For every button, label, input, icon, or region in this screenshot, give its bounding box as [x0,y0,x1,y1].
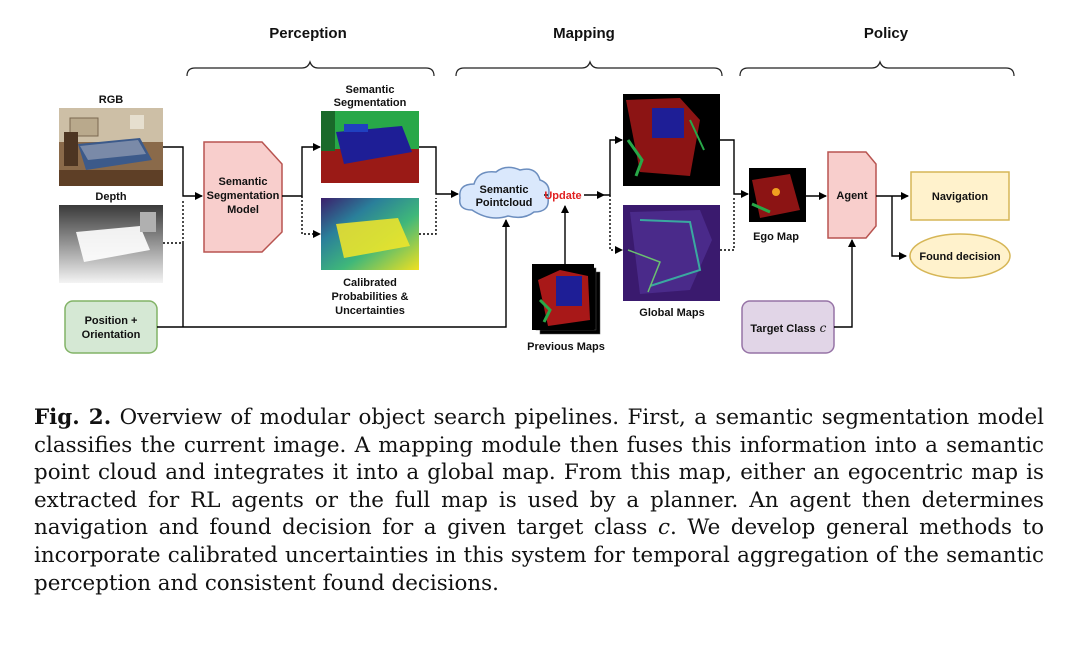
calibrated-label-line3: Uncertainties [335,305,405,317]
caption-text-part1: Overview of modular object search pipeli… [34,405,1044,541]
ego-map-image [749,168,806,222]
position-label-line1: Position + [85,315,138,327]
depth-image [59,205,163,283]
arrow-calibrated-to-pointcloud [419,198,437,235]
arrow-model-to-calibrated [301,196,321,238]
arrow-to-global-map-bottom [609,195,623,254]
pointcloud-label-line1: Semantic [480,184,529,196]
calibrated-label-line2: Probabilities & [331,291,408,303]
pipeline-diagram: Perception Mapping Policy RGB Depth Posi… [59,25,1015,354]
section-title-policy: Policy [864,25,909,42]
position-label-line2: Orientation [82,329,141,341]
brace-policy [739,60,1015,77]
arrow-global-unc-to-ego [720,198,735,251]
arrow-agent-to-found [891,196,907,260]
segmentation-label-line1: Semantic [346,84,395,96]
pointcloud-cloud [459,166,550,219]
section-title-mapping: Mapping [553,25,615,42]
found-decision-label: Found decision [919,251,1001,263]
global-map-semantic-image [623,94,720,186]
update-label: Update [544,190,581,202]
position-orientation-box [64,300,158,354]
previous-maps-label: Previous Maps [527,341,605,353]
arrow-model-to-segmentation [282,143,321,197]
found-decision-ellipse [909,233,1011,279]
arrow-position-to-pointcloud [157,219,510,328]
brace-mapping [455,60,723,77]
navigation-label: Navigation [932,191,989,203]
caption-figure-label: Fig. 2. [34,405,112,430]
navigation-box [910,171,1010,221]
previous-maps-image [532,264,601,335]
arrow-target-to-agent [834,239,856,328]
target-class-var: c [820,321,827,335]
model-label-line1: Semantic [219,176,268,188]
section-title-perception: Perception [269,25,347,42]
rgb-image [59,108,163,186]
calibrated-label-line1: Calibrated [343,277,397,289]
segmentation-label-line2: Segmentation [334,97,407,109]
pointcloud-label-line2: Pointcloud [476,197,533,209]
arrow-rgb-to-model [163,146,203,200]
arrow-depth-to-model [163,200,184,244]
global-map-uncertainty-image [623,205,720,301]
agent-box [827,151,877,239]
calibrated-image [321,198,419,270]
segmentation-image [321,111,419,183]
model-label-line2: Segmentation [207,190,280,202]
caption-text-part2: . We develop general methods to incorpor… [34,515,1044,596]
caption-variable: c [657,515,670,541]
segmentation-model-box [203,141,283,253]
global-maps-label: Global Maps [639,307,704,319]
ego-map-label: Ego Map [753,231,799,243]
target-class-label: Target Class [750,323,815,335]
arrow-to-global-map-top [604,136,623,196]
rgb-label: RGB [99,94,124,106]
brace-perception [186,60,435,77]
model-label-line3: Model [227,204,259,216]
depth-label: Depth [95,191,126,203]
agent-label: Agent [836,190,868,202]
arrow-segmentation-to-pointcloud [419,146,459,198]
figure-caption: Fig. 2. Overview of modular object searc… [34,404,1044,597]
arrow-global-to-ego [720,139,749,198]
